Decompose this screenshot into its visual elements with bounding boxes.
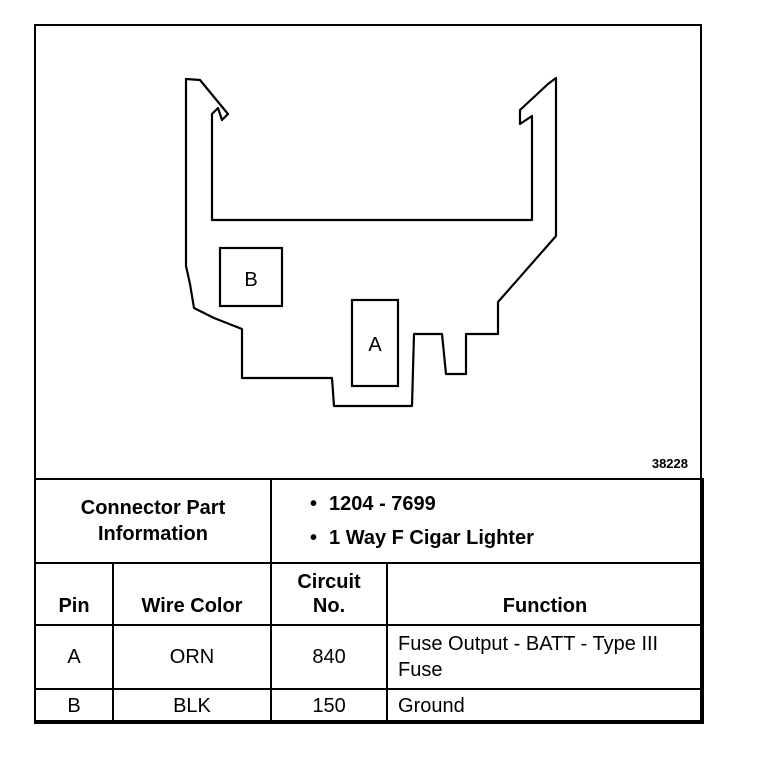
part-number: 1204 - 7699 bbox=[282, 487, 692, 521]
connector-outline-svg: B A bbox=[184, 76, 558, 408]
row-b-circuit: 150 bbox=[270, 688, 389, 724]
part-info-row: Connector Part Information 1204 - 7699 1… bbox=[33, 478, 705, 564]
row-b-pin: B bbox=[34, 688, 114, 724]
row-a-function: Fuse Output - BATT - Type III Fuse bbox=[386, 624, 705, 690]
row-b-wire-color: BLK bbox=[111, 688, 273, 724]
row-a-wire-color: ORN bbox=[111, 624, 273, 690]
part-info-title: Connector Part Information bbox=[33, 478, 273, 564]
table-row: B BLK 150 Ground bbox=[34, 688, 705, 724]
part-info-details: 1204 - 7699 1 Way F Cigar Lighter bbox=[270, 478, 705, 564]
pin-a-outline bbox=[350, 298, 400, 388]
header-circuit: Circuit No. bbox=[270, 562, 389, 626]
table-header-row: Pin Wire Color Circuit No. Function bbox=[34, 562, 705, 626]
row-b-function: Ground bbox=[386, 688, 705, 724]
row-a-pin: A bbox=[34, 624, 114, 690]
connector-outline bbox=[184, 76, 558, 408]
reference-number: 38228 bbox=[651, 456, 688, 471]
pin-b-label: B bbox=[244, 269, 257, 291]
header-function: Function bbox=[386, 562, 705, 626]
pin-b-outline bbox=[218, 246, 284, 308]
pin-a-label: A bbox=[368, 334, 382, 356]
row-a-circuit: 840 bbox=[270, 624, 389, 690]
header-pin: Pin bbox=[34, 562, 114, 626]
header-wire-color: Wire Color bbox=[111, 562, 273, 626]
part-description: 1 Way F Cigar Lighter bbox=[282, 521, 692, 555]
diagram-frame: B A 38228 Connector Part Information 120… bbox=[33, 24, 705, 724]
connector-info-table: Connector Part Information 1204 - 7699 1… bbox=[33, 478, 705, 724]
connector-drawing: B A 38228 bbox=[36, 26, 700, 478]
table-row: A ORN 840 Fuse Output - BATT - Type III … bbox=[34, 624, 705, 690]
